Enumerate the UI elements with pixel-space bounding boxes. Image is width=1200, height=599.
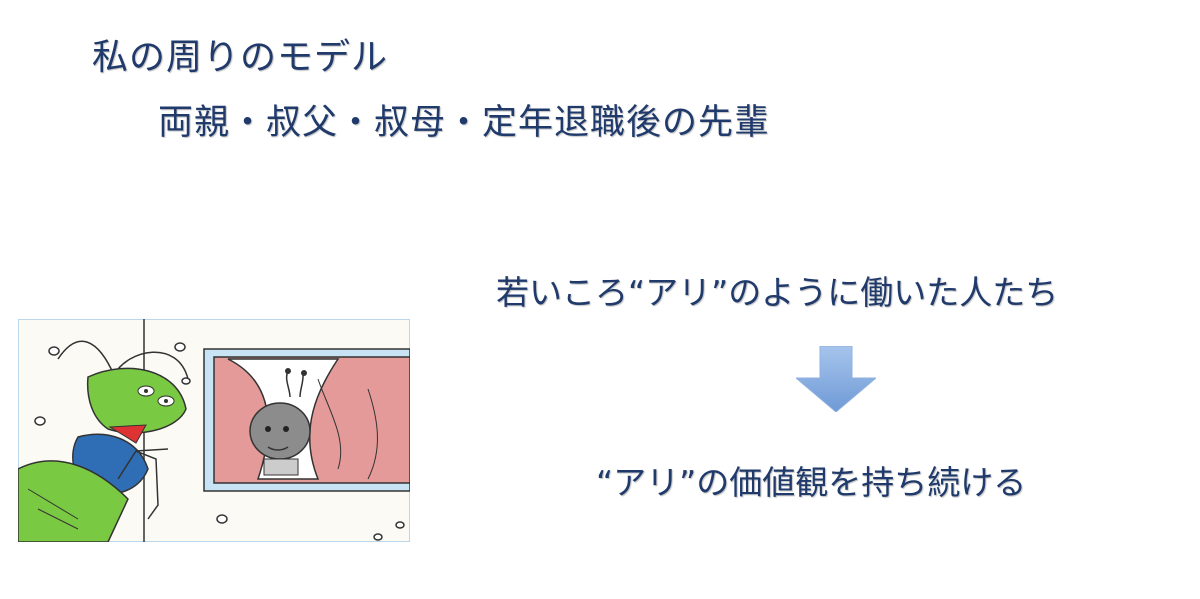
ant-values-text: “アリ”の価値観を持ち続ける xyxy=(596,463,1027,502)
slide-title: 私の周りのモデル xyxy=(92,37,389,78)
slide-subtitle: 両親・叔父・叔母・定年退職後の先輩 xyxy=(158,103,771,143)
down-arrow-icon xyxy=(796,346,876,412)
grasshopper-ant-illustration xyxy=(18,319,410,542)
ant-like-workers-text: 若いころ“アリ”のように働いた人たち xyxy=(496,273,1059,312)
